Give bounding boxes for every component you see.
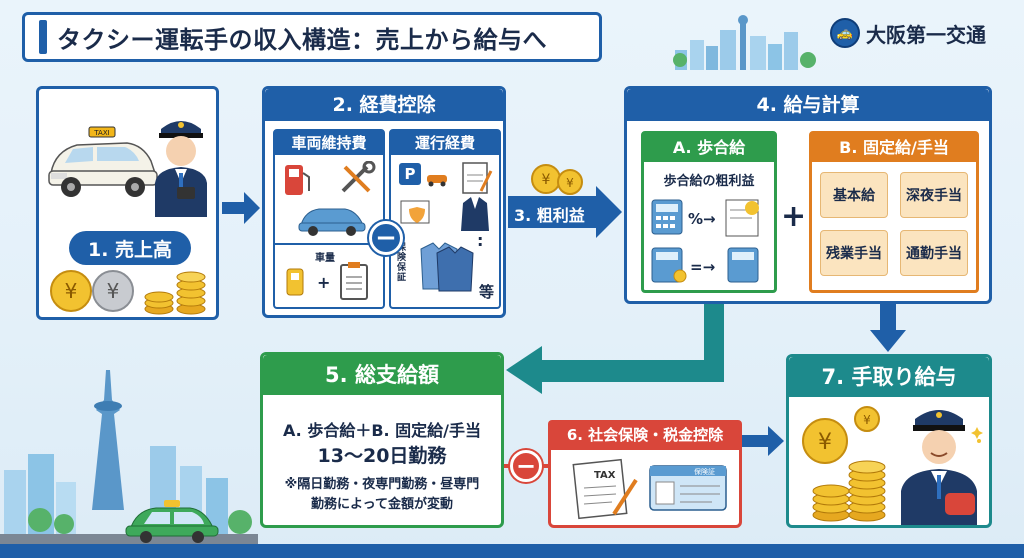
shield-check-icon [400, 200, 430, 224]
title-bar: タクシー運転手の収入構造：売上から給与へ [22, 12, 602, 62]
sales-badge: 1. 売上高 [69, 231, 191, 265]
green-taxi-icon [125, 500, 219, 543]
deduction-title: 6. 社会保険・税金控除 [548, 420, 742, 450]
car-small-icon [427, 175, 447, 187]
yen-coins-small-icon: ¥ ¥ [531, 164, 583, 195]
company-logo-icon: 🚕 [830, 18, 860, 48]
note-line-1: ※隔日勤務・夜専門勤務・昼専門 [284, 477, 480, 492]
arrow-4-to-5 [506, 304, 724, 394]
commission-subtitle: 歩合給の粗利益 [663, 174, 755, 189]
expense-panel: 2. 経費控除 車両維持費 車量 + [262, 86, 506, 318]
svg-text:¥: ¥ [863, 413, 871, 427]
svg-text:¥: ¥ [542, 172, 551, 188]
commission-title: A. 歩合給 [644, 134, 774, 162]
parking-icon: P [399, 163, 421, 185]
net-pay-title: 7. 手取り給与 [789, 357, 989, 397]
taxi-document-icon [462, 162, 493, 194]
fuel-label: 車量 [315, 253, 335, 264]
company-name: 大阪第一交通 [866, 22, 986, 47]
plus-icon: + [781, 199, 807, 234]
suit-icon [461, 197, 489, 231]
clipboard-icon [340, 262, 368, 300]
gross-pay-panel: 5. 総支給額 A. 歩合給＋B. 固定給/手当 13〜20日勤務 ※隔日勤務・… [260, 352, 504, 528]
arrow-6-to-7 [742, 426, 784, 456]
work-days: 13〜20日勤務 [317, 445, 447, 467]
fixed-pay-title: B. 固定給/手当 [812, 134, 976, 162]
colon-mark: : [477, 231, 484, 250]
insurance-label: 保険保証 [397, 243, 407, 283]
arrow-3-gross-profit [508, 186, 622, 238]
note-line-2: 勤務によって金額が変動 [311, 497, 453, 512]
svg-text:¥: ¥ [107, 279, 120, 303]
expense-title: 2. 経費控除 [265, 89, 503, 121]
fuel-pump-icon [285, 165, 310, 195]
taxi-sign-text: TAXI [93, 129, 109, 137]
commission-formula-icon: %→ =→ [651, 199, 759, 283]
uniform-shirts-icon [420, 242, 474, 292]
tools-icon [341, 161, 376, 193]
fuel-pump-small-icon [286, 268, 304, 296]
bottom-band [0, 544, 1024, 558]
svg-text:¥: ¥ [65, 279, 78, 303]
page-title: タクシー運転手の収入構造：売上から給与へ [57, 25, 547, 54]
arrow-4-to-7 [870, 304, 906, 352]
gross-pay-formula: A. 歩合給＋B. 固定給/手当 [282, 421, 482, 440]
car-icon [298, 208, 366, 236]
yen-coins-icon: ¥ ¥ [50, 270, 206, 315]
salary-calc-title: 4. 給与計算 [627, 89, 989, 121]
operation-cost-title: 運行経費 [391, 131, 499, 155]
vehicle-cost-title: 車両維持費 [275, 131, 383, 155]
sales-panel: TAXI 1. 売上高 ¥ ¥ [36, 86, 219, 320]
brand: 🚕 大阪第一交通 [830, 18, 986, 48]
etc-label: 等 [479, 283, 495, 301]
svg-text:¥: ¥ [818, 430, 832, 455]
commission-box: A. 歩合給 歩合給の粗利益 %→ =→ [641, 131, 777, 293]
tile-overtime-allowance: 残業手当 [820, 230, 888, 276]
fixed-pay-box: B. 固定給/手当 基本給 深夜手当 残業手当 通勤手当 [809, 131, 979, 293]
plus-sign: + [317, 273, 331, 292]
gross-pay-title: 5. 総支給額 [263, 355, 501, 395]
tax-document-icon: TAX [572, 458, 638, 520]
gross-profit-label: 3. 粗利益 [514, 206, 585, 225]
minus-red-icon: − [510, 450, 542, 482]
city-tower-icon [0, 370, 258, 544]
minus-icon: − [369, 221, 403, 255]
svg-text:¥: ¥ [566, 176, 574, 190]
svg-text:%→: %→ [688, 210, 716, 228]
salary-calc-panel: 4. 給与計算 A. 歩合給 歩合給の粗利益 %→ =→ + B. 固定給/手当… [624, 86, 992, 304]
vehicle-divider [275, 243, 383, 245]
tile-night-allowance: 深夜手当 [900, 172, 968, 218]
coin-stack-icon: ¥ ¥ [802, 406, 886, 522]
tile-commute-allowance: 通勤手当 [900, 230, 968, 276]
tile-base-pay: 基本給 [820, 172, 888, 218]
title-accent [39, 20, 47, 54]
net-pay-panel: 7. 手取り給与 ¥ ¥ [786, 354, 992, 528]
tax-doc-text: TAX [594, 470, 616, 481]
driver-icon [155, 121, 207, 217]
operation-cost-box: 運行経費 P 保険保証 : 等 [389, 129, 501, 309]
svg-text:=→: =→ [690, 258, 715, 276]
taxi-icon: TAXI [48, 126, 158, 197]
arrow-1-to-2 [222, 192, 260, 224]
happy-driver-icon [901, 410, 983, 525]
card-text: 保険証 [694, 467, 715, 476]
insurance-card-icon: 保険証 [649, 465, 727, 511]
skyline-top-icon [673, 15, 816, 70]
vehicle-cost-box: 車両維持費 車量 + [273, 129, 385, 309]
